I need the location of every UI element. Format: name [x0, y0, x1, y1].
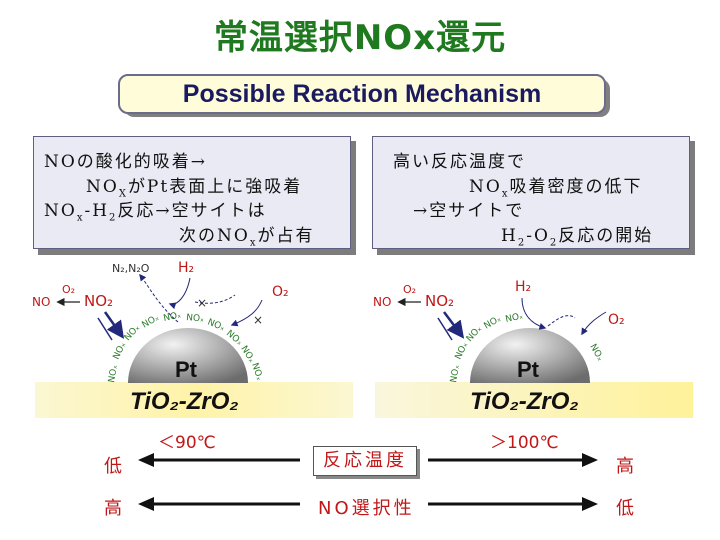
left-explanation-box: NOの酸化的吸着→ NOXがPt表面上に強吸着 NOx-H2反応→空サイトは 次…: [33, 136, 351, 249]
left-nox-7: NOₓ: [206, 318, 226, 334]
right-h2-label: H₂: [515, 279, 531, 295]
left-nox-6: NOₓ: [186, 313, 205, 325]
left-nox-2: NOₓ: [112, 341, 129, 361]
right-oxide-label: TiO₂-ZrO₂: [470, 388, 579, 415]
right-no2-adsorb-arrow-2: [437, 317, 453, 341]
left-no2-adsorb-arrow: [103, 311, 125, 339]
right-nox-3: NOₓ: [465, 324, 484, 344]
selectivity-arrowhead-left: [138, 497, 154, 511]
left-h2-arrow: [168, 277, 191, 310]
left-h2-label: H₂: [178, 260, 194, 276]
left-no2-label: NO₂: [84, 292, 113, 310]
left-pt-label: Pt: [175, 357, 198, 382]
left-box-line-3: NOx-H2反応→空サイトは: [44, 201, 267, 224]
left-nox-1: NOₓ: [107, 364, 120, 383]
page-title: 常温選択NOx還元: [213, 18, 507, 58]
temp-high-marker: 高: [616, 456, 634, 477]
left-box-line-2: NOXがPt表面上に強吸着: [86, 177, 303, 200]
left-box-line-4: 次のNOxが占有: [179, 226, 315, 249]
right-nox-1: NOₓ: [449, 364, 462, 383]
left-o2-right-label: O₂: [272, 284, 289, 300]
right-nox-4: NOₓ: [483, 314, 503, 332]
right-substrate-band: [375, 382, 693, 418]
reaction-temperature-label: 反応温度: [313, 446, 417, 476]
selectivity-low-marker: 低: [616, 498, 634, 519]
left-nox-10: NOₓ: [249, 362, 264, 382]
left-oxide-label: TiO₂-ZrO₂: [130, 388, 239, 415]
high-temp-label: ＞100℃: [490, 433, 559, 453]
left-o2-arrow: [230, 299, 263, 327]
temp-arrowhead-right: [582, 453, 598, 467]
right-no2-label: NO₂: [425, 292, 454, 310]
left-pt-particle: [128, 328, 248, 383]
left-no2-adsorb-arrow-2: [97, 317, 113, 341]
right-explanation-box: 高い反応温度で NOx吸着密度の低下 →空サイトで H2-O2反応の開始: [372, 136, 690, 249]
right-h2-arrow: [521, 297, 547, 330]
left-box-line-1: NOの酸化的吸着→: [44, 152, 208, 172]
left-blocked-mark-1: ×: [197, 296, 207, 310]
left-dashed-o2-path: [194, 294, 236, 304]
left-no-label: NO: [32, 295, 50, 309]
right-o2-arrow: [581, 311, 607, 336]
temp-arrowhead-left: [138, 453, 154, 467]
selectivity-arrowhead-right: [582, 497, 598, 511]
right-pt-particle: [470, 328, 590, 383]
left-nox-4: NOₓ: [141, 313, 161, 331]
left-product-desorb-arrow: [139, 273, 179, 323]
scale-arrows: [138, 453, 598, 511]
right-no2-adsorb-arrow: [443, 311, 465, 339]
subtitle-panel: Possible Reaction Mechanism: [118, 74, 610, 117]
low-temp-label: ＜90℃: [158, 433, 216, 453]
right-no-label: NO: [373, 295, 391, 309]
mechanism-diagram: NOₓ NOₓ NOₓ NOₓ NOₓ NOₓ NOₓ NOₓ NOₓ NOₓ …: [32, 260, 625, 384]
temp-low-marker: 低: [104, 456, 122, 477]
right-box-line-2: NOx吸着密度の低下: [469, 177, 643, 200]
left-o2-top-label: O₂: [62, 283, 75, 296]
subtitle: Possible Reaction Mechanism: [118, 74, 606, 114]
left-blocked-mark-2: ×: [253, 313, 263, 327]
right-nox-5: NOₓ: [505, 311, 525, 324]
right-box-line-4: H2-O2反応の開始: [501, 226, 654, 249]
right-box-line-3: →空サイトで: [413, 201, 525, 221]
right-nox-2: NOₓ: [454, 341, 471, 361]
left-n2-n2o-label: N₂,N₂O: [112, 262, 150, 275]
right-pt-label: Pt: [517, 357, 540, 382]
selectivity-high-marker: 高: [104, 498, 122, 519]
right-box-line-1: 高い反応温度で: [393, 152, 526, 172]
right-nox-6: NOₓ: [587, 343, 605, 363]
left-nox-3: NOₓ: [123, 323, 142, 343]
right-o2-top-label: O₂: [403, 283, 416, 296]
left-substrate-band: [35, 382, 353, 418]
no-selectivity-label: NO選択性: [318, 498, 415, 519]
right-o2-right-label: O₂: [608, 312, 625, 328]
right-dashed-path: [547, 315, 576, 327]
